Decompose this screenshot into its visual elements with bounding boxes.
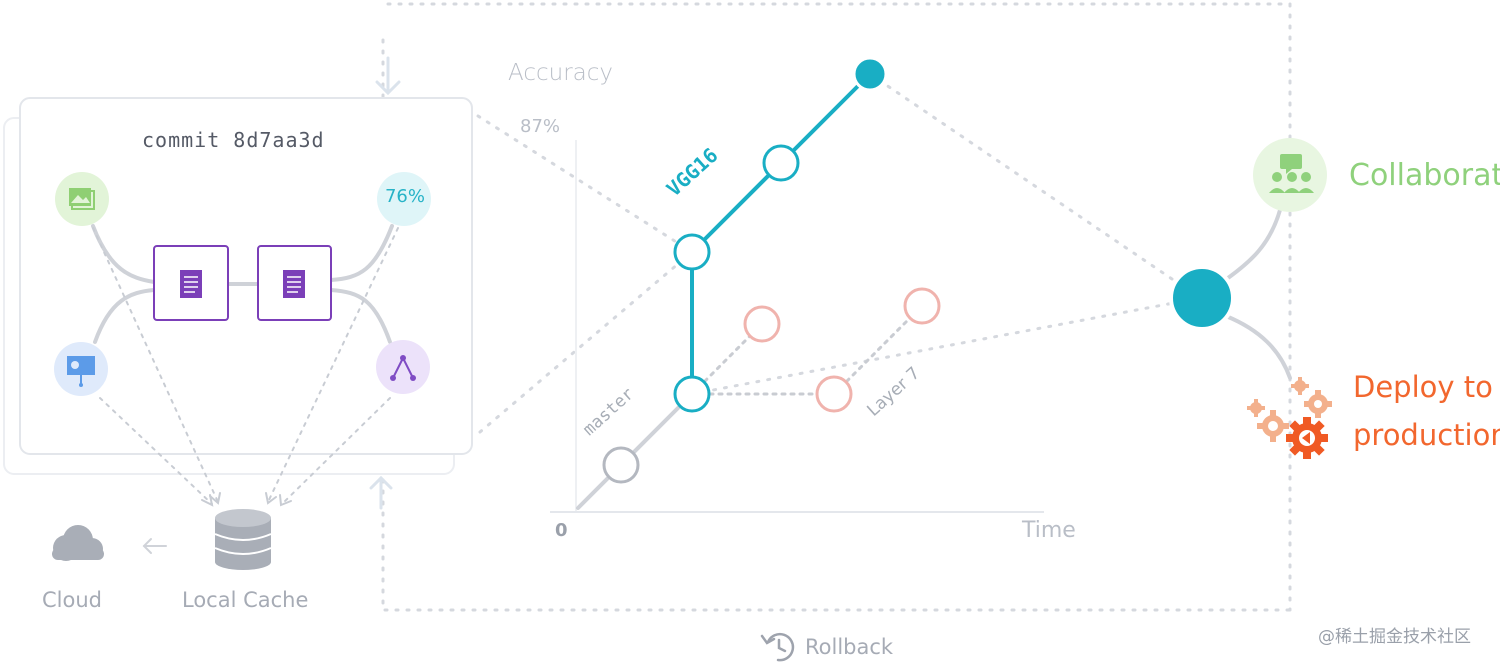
y-axis-label: Accuracy (508, 60, 614, 86)
cache-arrows (92, 227, 399, 505)
vgg16-node-1 (673, 233, 711, 271)
cloud-icon (52, 525, 104, 561)
vgg16-node-fork (673, 375, 711, 413)
presentation-icon (54, 342, 108, 396)
cache-to-cloud-arrow (142, 538, 167, 554)
document-box-2 (257, 245, 332, 321)
pipeline-frame (381, 2, 1292, 612)
release-connectors (1224, 208, 1292, 380)
experiment-branches (690, 304, 924, 396)
projection-lines (476, 72, 1202, 434)
experiment-node-1 (743, 305, 781, 343)
deploy-label-line2: production (1353, 418, 1500, 452)
team-icon (1253, 138, 1327, 212)
commit-title: commit 8d7aa3d (142, 128, 325, 152)
local-cache-label: Local Cache (182, 588, 309, 612)
graph-axes (550, 140, 1044, 513)
origin-label: 0 (555, 520, 568, 541)
master-node-start (602, 446, 640, 484)
vgg16-branch (690, 72, 872, 394)
rollback-icon (760, 632, 795, 662)
rollback-label: Rollback (805, 635, 894, 659)
percentage-badge-bg (377, 172, 431, 226)
database-icon (214, 509, 272, 570)
vgg16-node-best (852, 56, 888, 92)
vgg16-node-2 (762, 144, 800, 182)
graph-icon (376, 340, 430, 394)
image-icon (55, 172, 109, 226)
deploy-label-line1: Deploy to (1353, 370, 1493, 404)
master-branch (576, 392, 694, 510)
watermark: @稀土掘金技术社区 (1318, 627, 1471, 647)
collaborate-label: Collaborate (1349, 158, 1500, 193)
accuracy-badge: 76% (384, 186, 425, 207)
document-box-1 (153, 245, 229, 321)
frame-arrow-down (375, 56, 401, 96)
release-node (1169, 265, 1235, 331)
cloud-label: Cloud (42, 588, 102, 612)
y-tick-label: 87% (520, 116, 561, 137)
experiment-node-3 (903, 287, 941, 325)
commit-connectors (91, 224, 394, 344)
x-axis-label: Time (1022, 518, 1076, 543)
cache-arrowheads (201, 492, 292, 507)
experiment-node-2 (815, 375, 853, 413)
commit-panel (19, 97, 473, 455)
frame-arrow-up (369, 475, 393, 510)
gears-icon (1247, 377, 1332, 459)
